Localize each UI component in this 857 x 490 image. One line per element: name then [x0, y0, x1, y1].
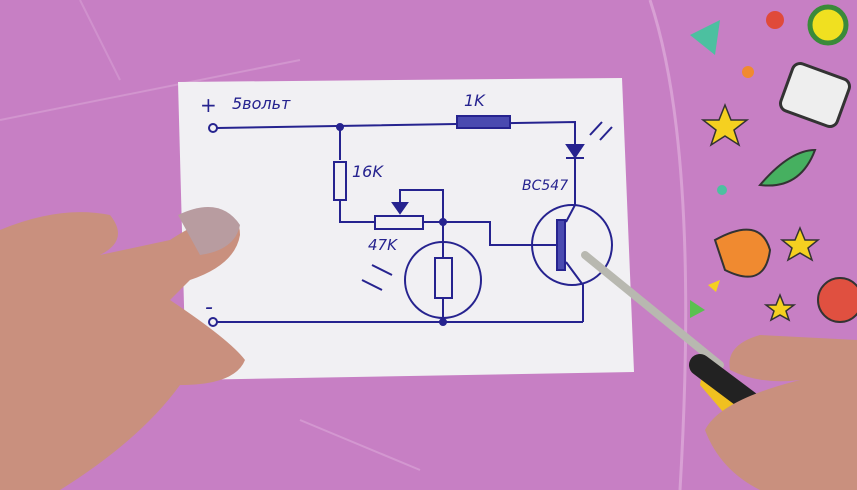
r2-label: 16K [352, 162, 384, 181]
leaf-icon [758, 148, 817, 187]
supply-label: 5вольт [232, 94, 291, 113]
left-thumbnail [178, 207, 240, 255]
photoresistor [434, 257, 453, 299]
resistor-1k [456, 115, 511, 129]
left-hand [0, 212, 245, 490]
star-icon [779, 226, 821, 262]
badge-icon [817, 277, 857, 323]
triangle-icon [690, 300, 705, 318]
phone-icon [779, 62, 851, 128]
plus-label: + [200, 93, 217, 117]
paper-plane-icon [690, 20, 720, 55]
light-arrows [589, 121, 613, 141]
minus-label: - [205, 295, 213, 320]
star-icon [700, 102, 750, 147]
triangle-icon [708, 280, 720, 292]
circuit-labels: + 5вольт 1K 16K 47K BC547 - [200, 91, 568, 320]
circuit-drawing [208, 115, 613, 327]
led [565, 144, 585, 159]
ring-icon [807, 4, 849, 46]
transistor-bc547 [531, 204, 613, 286]
dice-icon [766, 11, 784, 29]
stickers [690, 4, 857, 323]
transistor-label: BC547 [522, 178, 568, 194]
dot-icon [717, 185, 727, 195]
r1-label: 1K [464, 91, 486, 110]
hands [0, 207, 857, 490]
pot-label: 47K [368, 236, 398, 254]
right-hand [705, 335, 857, 490]
negative-terminal [208, 317, 218, 327]
star-icon [763, 292, 797, 322]
dot-icon [742, 66, 754, 78]
fruit-icon [713, 228, 772, 278]
